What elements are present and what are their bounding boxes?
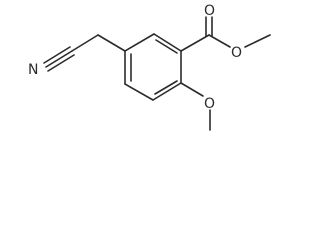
ring-bond-1 <box>153 33 182 52</box>
methyl-ester-group: O O <box>180 3 271 61</box>
triple-bond-line-2 <box>43 46 71 64</box>
ring-bond-3 <box>152 82 182 101</box>
ring-bond-6 <box>124 33 155 52</box>
triple-bond-line-1 <box>45 50 73 68</box>
methoxy-oxygen-label: O <box>204 96 215 112</box>
methoxy-group: O <box>180 82 215 131</box>
ring-bond-4 <box>124 83 154 101</box>
ester-oxygen-label: O <box>231 45 242 61</box>
ring-to-carbonyl-bond <box>180 34 210 52</box>
benzene-ring <box>124 33 182 101</box>
ester-oxygen-to-methyl-bond <box>244 34 271 48</box>
chemical-structure-diagram: N O O O <box>28 3 271 131</box>
carbonyl-oxygen-label: O <box>204 3 215 19</box>
ring-to-methoxy-oxygen-bond <box>180 82 204 97</box>
nitrogen-label: N <box>28 62 38 78</box>
cyanomethyl-group: N <box>28 34 126 78</box>
ring-bond-1-inner <box>155 39 178 54</box>
ring-bond-3-inner <box>154 80 178 95</box>
ring-to-ch2-bond <box>97 34 126 52</box>
triple-bond-line-3 <box>47 54 75 72</box>
ch2-to-cn-bond <box>71 34 99 52</box>
carbonyl-to-ester-oxygen-bond <box>208 34 231 48</box>
